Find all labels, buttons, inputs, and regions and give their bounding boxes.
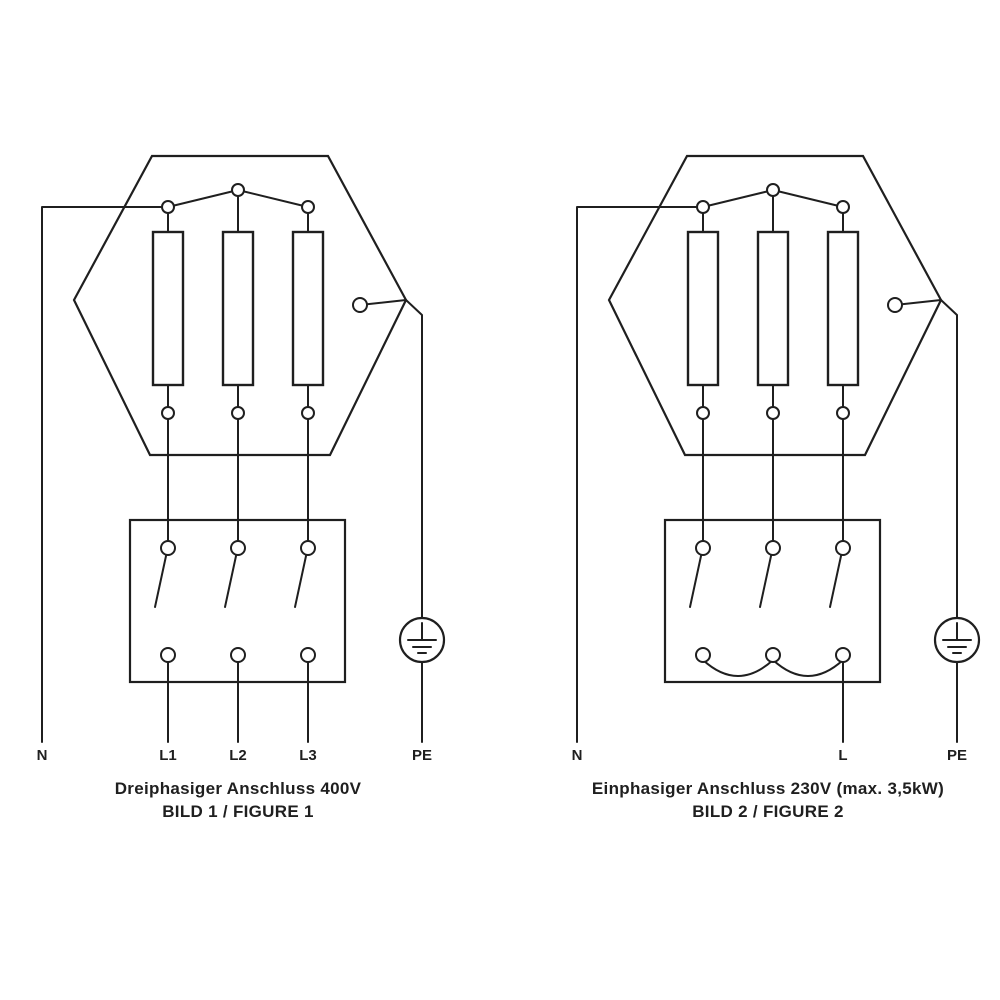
switch-blade-1: [689, 555, 702, 608]
heating-elements: [151, 230, 325, 387]
pe-wire-down: [405, 299, 423, 619]
box-bottom-terminal-1: [160, 647, 176, 663]
heating-elements: [686, 230, 860, 387]
heating-element-1: [151, 230, 185, 387]
terminal-box-hexagon: [607, 154, 943, 457]
figure-1-caption-line2: BILD 1 / FIGURE 1: [162, 802, 314, 821]
heating-element-3: [826, 230, 860, 387]
switch-blade-3: [294, 555, 307, 608]
bottom-terminal-3: [301, 406, 315, 420]
neutral-wire: [576, 206, 704, 743]
star-link-left: [167, 189, 239, 208]
figure-2-caption-line2: BILD 2 / FIGURE 2: [692, 802, 844, 821]
bottom-terminal-2: [766, 406, 780, 420]
box-bottom-terminal-3: [835, 647, 851, 663]
top-terminal-1: [161, 200, 175, 214]
box-bottom-terminal-3: [300, 647, 316, 663]
figure-1: N L1 L2 L3 PE Dreiphasiger Anschluss 400…: [37, 154, 446, 821]
figure-1-caption-line1: Dreiphasiger Anschluss 400V: [115, 779, 362, 798]
star-link-right: [237, 189, 309, 208]
label-l3: L3: [299, 747, 317, 764]
switch-blade-3: [829, 555, 842, 608]
star-point-terminal: [231, 183, 245, 197]
switch-box: [663, 518, 882, 684]
switch-box: [128, 518, 347, 684]
box-top-terminal-2: [765, 540, 781, 556]
bottom-terminal-3: [836, 406, 850, 420]
heating-element-1: [686, 230, 720, 387]
switch-blade-2: [759, 555, 772, 608]
top-terminal-3: [836, 200, 850, 214]
switch-box-outline: [128, 518, 347, 684]
switch-box-outline: [663, 518, 882, 684]
bridge-jumper-1: [702, 659, 774, 677]
figure-2-terminals: [696, 183, 903, 420]
bottom-terminal-1: [161, 406, 175, 420]
figure-2-wires: [576, 189, 958, 743]
bottom-terminal-2: [231, 406, 245, 420]
star-point-terminal: [766, 183, 780, 197]
figure-2: N L PE Einphasiger Anschluss 230V (max. …: [572, 154, 981, 821]
top-terminal-1: [696, 200, 710, 214]
heating-element-2: [221, 230, 255, 387]
bottom-terminal-1: [696, 406, 710, 420]
label-l2: L2: [229, 747, 247, 764]
neutral-wire: [41, 206, 169, 743]
box-bottom-terminal-1: [695, 647, 711, 663]
figure-1-terminals: [161, 183, 368, 420]
box-top-terminal-3: [835, 540, 851, 556]
box-bottom-terminal-2: [765, 647, 781, 663]
pe-terminal: [887, 297, 903, 313]
switch-blade-2: [224, 555, 237, 608]
box-top-terminal-1: [695, 540, 711, 556]
earth-symbol: [933, 616, 981, 664]
label-l: L: [838, 747, 847, 764]
heating-element-3: [291, 230, 325, 387]
box-top-terminal-2: [230, 540, 246, 556]
box-top-terminal-3: [300, 540, 316, 556]
pe-terminal: [352, 297, 368, 313]
box-top-terminal-1: [160, 540, 176, 556]
top-terminal-3: [301, 200, 315, 214]
label-neutral: N: [37, 747, 48, 764]
figure-2-caption-line1: Einphasiger Anschluss 230V (max. 3,5kW): [592, 779, 944, 798]
label-l1: L1: [159, 747, 177, 764]
label-neutral: N: [572, 747, 583, 764]
bridge-jumper-2: [772, 659, 844, 677]
switch-blade-1: [154, 555, 167, 608]
label-pe: PE: [412, 747, 432, 764]
box-bottom-terminal-2: [230, 647, 246, 663]
label-pe: PE: [947, 747, 967, 764]
terminal-box-hexagon: [72, 154, 408, 457]
heating-element-2: [756, 230, 790, 387]
earth-symbol: [398, 616, 446, 664]
